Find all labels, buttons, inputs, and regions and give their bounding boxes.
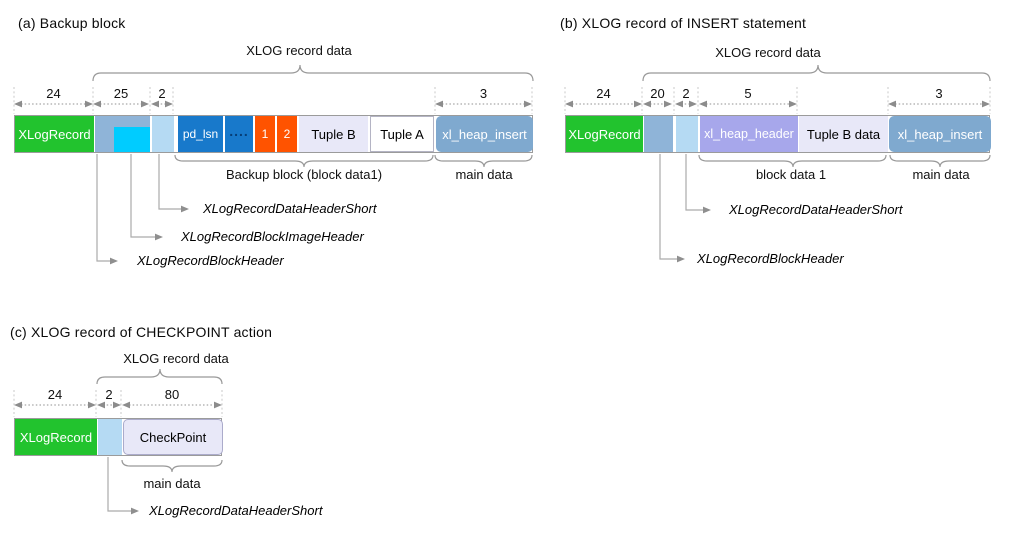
a-size-3: 3 [479, 86, 488, 101]
section-a-title: (a) Backup block [18, 15, 126, 31]
b-pointer-data-header-short: XLogRecordDataHeaderShort [729, 202, 903, 217]
c-xlog-record-data-label: XLOG record data [123, 351, 229, 366]
b-block-data-label: block data 1 [755, 167, 827, 182]
a-xlogrecord-block: XLogRecord [15, 116, 94, 152]
brace-c-main-data [121, 459, 223, 473]
a-xl-heap-insert-block: xl_heap_insert [436, 116, 533, 152]
a-tuple-a-block: Tuple A [370, 116, 434, 152]
b-xl-heap-header-block: xl_heap_header [700, 116, 798, 152]
a-size-24: 24 [46, 86, 61, 101]
b-block-header-block [644, 116, 673, 152]
a-dots-glyph: .... [229, 123, 249, 139]
a-size-25: 25 [113, 86, 129, 101]
b-tuple-b-data-block: Tuple B data [799, 116, 888, 152]
a-pd-lsn-block: pd_lsn [178, 116, 223, 152]
b-xlog-record-data-label: XLOG record data [715, 45, 821, 60]
a-pointer-data-header-short: XLogRecordDataHeaderShort [203, 201, 377, 216]
a-backup-block-label: Backup block (block data1) [225, 167, 383, 182]
b-size-5: 5 [744, 86, 752, 101]
a-main-data-label: main data [455, 167, 513, 182]
brace-b-main-data [889, 154, 991, 168]
brace-a-main-data [434, 154, 533, 168]
brace-c-xlog-record-data [96, 368, 223, 385]
c-data-header-short-block [98, 419, 122, 455]
a-block-image-header-block [114, 127, 150, 152]
section-b-title: (b) XLOG record of INSERT statement [560, 15, 807, 31]
brace-a-backup-block [174, 154, 434, 168]
c-pointer-data-header-short: XLogRecordDataHeaderShort [149, 503, 323, 518]
b-size-3: 3 [935, 86, 943, 101]
b-pointer-block-header: XLogRecordBlockHeader [697, 251, 844, 266]
b-size-2: 2 [682, 86, 690, 101]
c-xlogrecord-block: XLogRecord [15, 419, 97, 455]
c-size-24: 24 [47, 387, 63, 402]
section-c-title: (c) XLOG record of CHECKPOINT action [10, 324, 273, 340]
a-record-bar: XLogRecord pd_lsn .... 1 2 Tuple B Tuple… [14, 115, 533, 153]
a-data-header-short-block [152, 116, 174, 152]
a-size-2: 2 [158, 86, 166, 101]
a-pointer-block-header: XLogRecordBlockHeader [137, 253, 284, 268]
b-size-20: 20 [650, 86, 665, 101]
brace-a-xlog-record-data [92, 64, 534, 82]
a-page-data-dots-block: .... [225, 116, 253, 152]
a-xlog-record-data-label: XLOG record data [246, 43, 352, 58]
c-size-80: 80 [164, 387, 180, 402]
brace-b-xlog-record-data [642, 64, 991, 82]
c-checkpoint-block: CheckPoint [123, 419, 223, 455]
b-xl-heap-insert-block: xl_heap_insert [889, 116, 991, 152]
c-main-data-label: main data [143, 476, 201, 491]
b-xlogrecord-block: XLogRecord [566, 116, 643, 152]
brace-b-block-data [698, 154, 887, 168]
b-size-24: 24 [596, 86, 611, 101]
a-hole-2-block: 2 [277, 116, 297, 152]
b-record-bar: XLogRecord xl_heap_header Tuple B data x… [565, 115, 991, 153]
c-size-2: 2 [105, 387, 113, 402]
a-hole-1-block: 1 [255, 116, 275, 152]
b-main-data-label: main data [912, 167, 970, 182]
a-pointer-block-image-header: XLogRecordBlockImageHeader [181, 229, 364, 244]
b-data-header-short-block [676, 116, 698, 152]
a-block-header-block [95, 116, 150, 152]
c-record-bar: XLogRecord CheckPoint [14, 418, 223, 456]
a-tuple-b-block: Tuple B [299, 116, 368, 152]
